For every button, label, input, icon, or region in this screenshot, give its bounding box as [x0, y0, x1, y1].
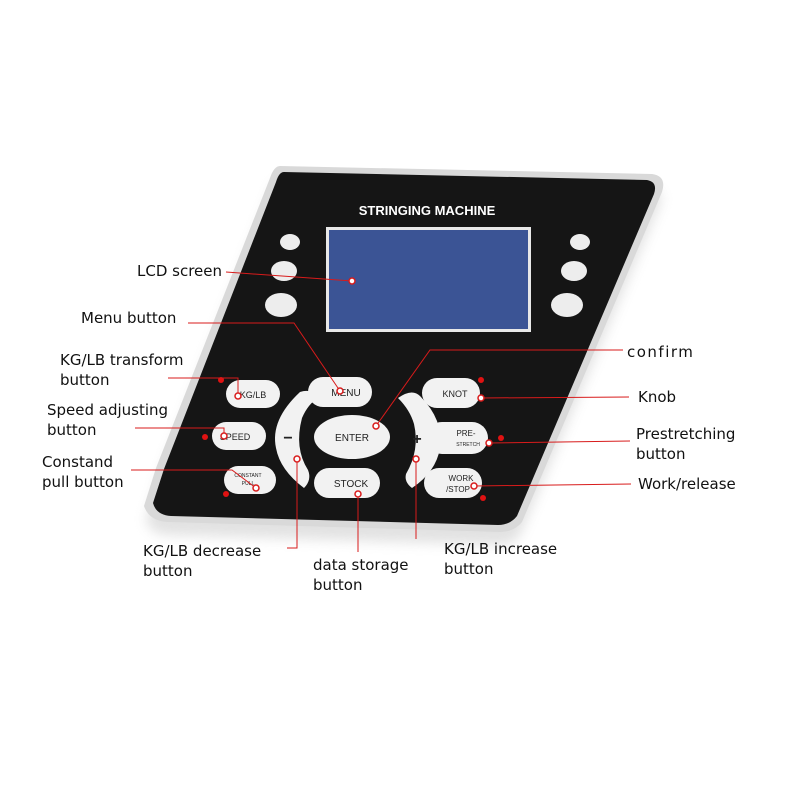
- svg-text:STOCK: STOCK: [334, 479, 369, 490]
- left-round-button-1[interactable]: [280, 234, 300, 250]
- callout-menu-button: Menu button: [81, 309, 177, 327]
- leader-decrease: [287, 459, 298, 549]
- callout-speed-adjusting: Speed adjusting button: [47, 401, 169, 439]
- svg-text:WORK: WORK: [449, 474, 475, 483]
- leader-menu: [188, 322, 341, 392]
- leader-dots: [220, 277, 493, 498]
- led-prestretch: [498, 435, 504, 441]
- svg-text:KNOT: KNOT: [442, 389, 468, 399]
- speed-button[interactable]: SPEED: [212, 422, 266, 450]
- svg-text:PULL: PULL: [242, 481, 255, 487]
- plus-label: +: [412, 431, 421, 448]
- callout-knob: Knob: [638, 388, 677, 406]
- kglb-button[interactable]: KG/LB: [226, 380, 280, 408]
- svg-text:/STOP: /STOP: [446, 485, 470, 494]
- callout-prestretching: Prestretching button: [636, 425, 736, 463]
- leader-work: [473, 483, 632, 487]
- callout-kglb-increase: KG/LB increase button: [444, 540, 558, 578]
- callout-constand-pull: Constand pull button: [42, 453, 124, 491]
- right-round-button-1[interactable]: [570, 234, 590, 250]
- svg-text:CONSTANT: CONSTANT: [234, 473, 261, 479]
- panel-title: STRINGING MACHINE: [359, 203, 496, 218]
- enter-button[interactable]: ENTER: [314, 415, 390, 459]
- led-knot: [478, 377, 484, 383]
- minus-button[interactable]: [275, 390, 318, 488]
- center-ring: − + MENU ENTER STOCK: [275, 377, 441, 498]
- svg-text:ENTER: ENTER: [335, 433, 369, 444]
- svg-text:MENU: MENU: [331, 388, 360, 399]
- leader-prestretch: [488, 440, 631, 444]
- callout-kglb-decrease: KG/LB decrease button: [143, 542, 262, 580]
- prestretch-button[interactable]: PRE- STRETCH: [426, 422, 488, 454]
- callout-lcd-screen: LCD screen: [137, 262, 223, 280]
- svg-text:PRE-: PRE-: [456, 429, 475, 438]
- leader-lines: [131, 271, 632, 552]
- stock-button[interactable]: STOCK: [314, 468, 380, 498]
- plus-button[interactable]: [398, 392, 441, 488]
- svg-text:KG/LB: KG/LB: [240, 390, 267, 400]
- led-speed: [202, 434, 208, 440]
- work-stop-button[interactable]: WORK /STOP: [424, 468, 482, 498]
- svg-text:STRETCH: STRETCH: [456, 442, 480, 448]
- leader-lcd: [225, 271, 353, 282]
- svg-text:SPEED: SPEED: [220, 432, 251, 442]
- lcd-display: [329, 230, 528, 329]
- leader-constant: [131, 469, 257, 489]
- callout-confirm: confirm: [627, 343, 695, 361]
- left-round-button-2[interactable]: [271, 261, 297, 281]
- callout-work-release: Work/release: [638, 475, 736, 493]
- constant-pull-button[interactable]: CONSTANT PULL: [224, 466, 276, 494]
- led-constant: [223, 491, 229, 497]
- leader-kglb: [168, 377, 239, 396]
- led-work: [480, 495, 486, 501]
- knot-button[interactable]: KNOT: [422, 378, 480, 408]
- left-round-button-3[interactable]: [265, 293, 297, 317]
- leader-knob: [480, 396, 630, 399]
- callout-data-storage: data storage button: [313, 556, 409, 594]
- right-round-button-2[interactable]: [561, 261, 587, 281]
- control-panel: STRINGING MACHINE KG/LB SPEED CONSTANT P…: [144, 166, 664, 545]
- leader-confirm: [375, 349, 623, 427]
- minus-label: −: [283, 430, 292, 447]
- callout-kglb-transform: KG/LB transform button: [60, 351, 184, 389]
- right-round-button-3[interactable]: [551, 293, 583, 317]
